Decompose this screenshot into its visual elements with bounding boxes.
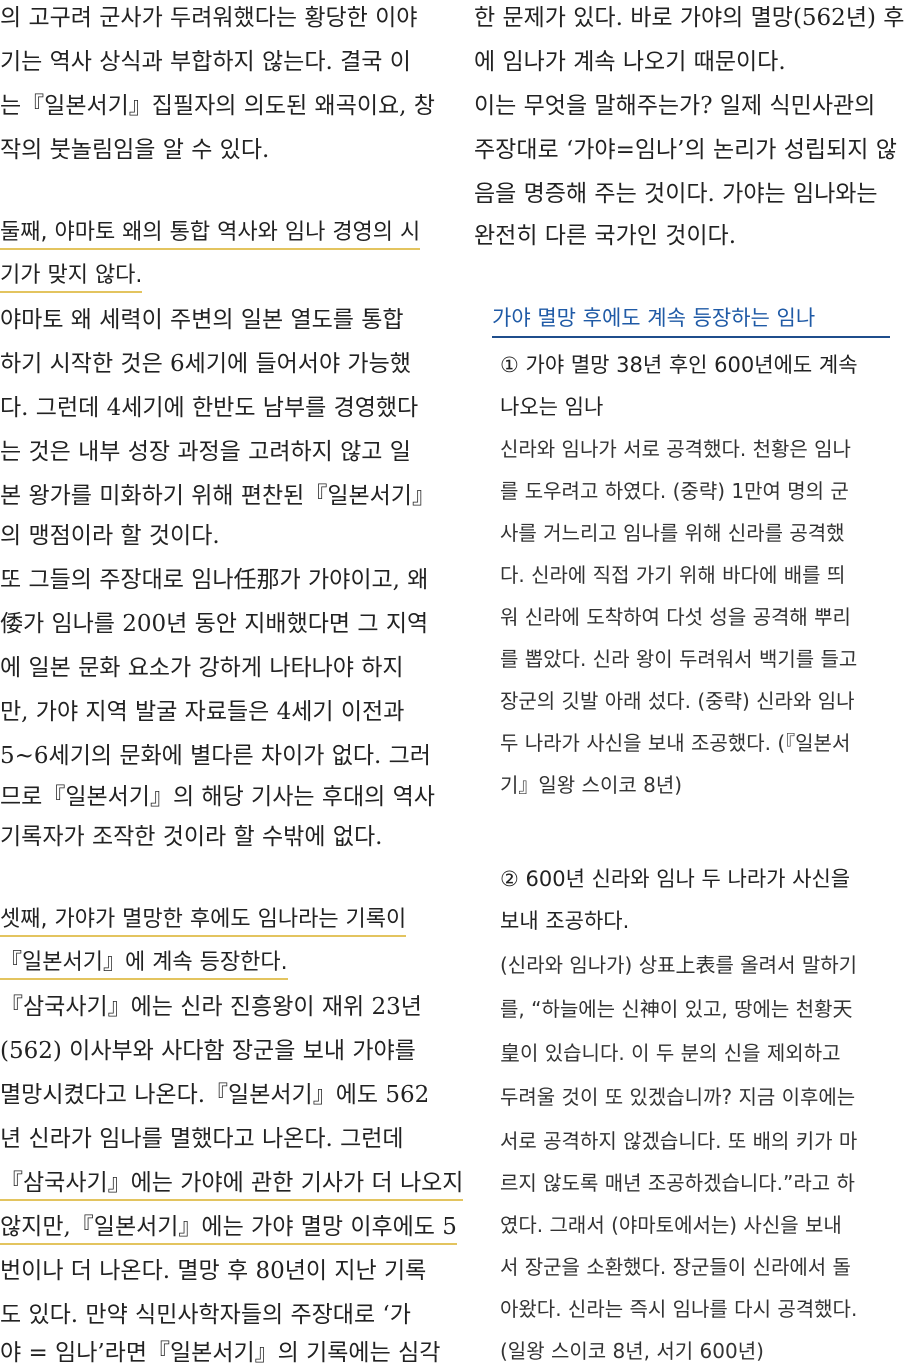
text-line: 멸망시켰다고 나온다.『일본서기』에도 562: [0, 1082, 430, 1108]
box-text-line: 를 뽑았다. 신라 왕이 두려워서 백기를 들고: [500, 647, 858, 671]
text-line: 에 일본 문화 요소가 강하게 나타나야 하지: [0, 655, 404, 681]
box-text-line: 사를 거느리고 임나를 위해 신라를 공격했: [500, 521, 845, 545]
text-line: 주장대로 ‘가야=임나’의 논리가 성립되지 않: [474, 137, 897, 163]
box-title: 가야 멸망 후에도 계속 등장하는 임나: [492, 300, 890, 338]
box-text-line: 워 신라에 도착하여 다섯 성을 공격해 뿌리: [500, 605, 851, 629]
section-heading: 둘째, 야마토 왜의 통합 역사와 임나 경영의 시: [0, 218, 421, 250]
text-line: 본 왕가를 미화하기 위해 편찬된『일본서기』: [0, 483, 435, 509]
text-line: 의 맹점이라 할 것이다.: [0, 523, 220, 549]
text-line: 『삼국사기』에는 가야에 관한 기사가 더 나오지: [0, 1168, 464, 1201]
box-subheading: 보내 조공하다.: [500, 909, 630, 933]
box-subheading: 나오는 임나: [500, 395, 604, 419]
text-line: (562) 이사부와 사다함 장군을 보내 가야를: [0, 1038, 416, 1064]
box-text-line: 를, “하늘에는 신神이 있고, 땅에는 천황天: [500, 997, 853, 1021]
text-line: 완전히 다른 국가인 것이다.: [474, 223, 737, 249]
text-line: 야 = 임나’라면『일본서기』의 기록에는 심각: [0, 1340, 441, 1366]
text-line: 다. 그런데 4세기에 한반도 남부를 경영했다: [0, 395, 419, 421]
text-line: 도 있다. 만약 식민사학자들의 주장대로 ‘가: [0, 1302, 411, 1328]
text-line: 『삼국사기』에는 신라 진흥왕이 재위 23년: [0, 994, 422, 1020]
text-line: 이는 무엇을 말해주는가? 일제 식민사관의: [474, 93, 876, 119]
text-line: 의 고구려 군사가 두려워했다는 황당한 이야: [0, 5, 418, 31]
box-text-line: 신라와 임나가 서로 공격했다. 천황은 임나: [500, 437, 851, 461]
text-line: 또 그들의 주장대로 임나任那가 가야이고, 왜: [0, 567, 429, 593]
text-line: 하기 시작한 것은 6세기에 들어서야 가능했: [0, 351, 411, 377]
box-text-line: 르지 않도록 매년 조공하겠습니다.”라고 하: [500, 1171, 855, 1195]
section-heading: 셋째, 가야가 멸망한 후에도 임나라는 기록이: [0, 905, 407, 937]
section-heading: 기가 맞지 않다.: [0, 261, 143, 293]
text-line: 5~6세기의 문화에 별다른 차이가 없다. 그러: [0, 743, 431, 769]
text-line: 음을 명증해 주는 것이다. 가야는 임나와는: [474, 181, 878, 207]
box-text-line: (신라와 임나가) 상표上表를 올려서 말하기: [500, 953, 858, 977]
box-subheading: ① 가야 멸망 38년 후인 600년에도 계속: [500, 353, 858, 377]
text-line: 년 신라가 임나를 멸했다고 나온다. 그런데: [0, 1126, 404, 1152]
box-text-line: 서 장군을 소환했다. 장군들이 신라에서 돌: [500, 1255, 851, 1279]
text-line: 야마토 왜 세력이 주변의 일본 열도를 통합: [0, 307, 404, 333]
box-text-line: (일왕 스이코 8년, 서기 600년): [500, 1339, 764, 1363]
box-text-line: 장군의 깃발 아래 섰다. (중략) 신라와 임나: [500, 689, 855, 713]
text-line: 는『일본서기』집필자의 의도된 왜곡이요, 창: [0, 93, 435, 119]
text-line: 한 문제가 있다. 바로 가야의 멸망(562년) 후: [474, 5, 905, 31]
box-text-line: 다. 신라에 직접 가기 위해 바다에 배를 띄: [500, 563, 846, 587]
text-line: 번이나 더 나온다. 멸망 후 80년이 지난 기록: [0, 1258, 427, 1284]
box-text-line: 두 나라가 사신을 보내 조공했다. (『일본서: [500, 731, 851, 755]
box-text-line: 기』일왕 스이코 8년): [500, 773, 683, 797]
text-line: 기록자가 조작한 것이라 할 수밖에 없다.: [0, 824, 383, 850]
text-line: 에 임나가 계속 나오기 때문이다.: [474, 49, 786, 75]
text-line: 않지만,『일본서기』에는 가야 멸망 이후에도 5: [0, 1212, 457, 1245]
text-line: 므로『일본서기』의 해당 기사는 후대의 역사: [0, 784, 435, 810]
box-subheading: ② 600년 신라와 임나 두 나라가 사신을: [500, 867, 851, 891]
text-line: 만, 가야 지역 발굴 자료들은 4세기 이전과: [0, 699, 405, 725]
box-text-line: 서로 공격하지 않겠습니다. 또 배의 키가 마: [500, 1129, 858, 1153]
text-line: 기는 역사 상식과 부합하지 않는다. 결국 이: [0, 49, 411, 75]
box-text-line: 였다. 그래서 (야마토에서는) 사신을 보내: [500, 1213, 842, 1237]
text-line: 는 것은 내부 성장 과정을 고려하지 않고 일: [0, 439, 411, 465]
box-text-line: 를 도우려고 하였다. (중략) 1만여 명의 군: [500, 479, 849, 503]
text-line: 작의 붓놀림임을 알 수 있다.: [0, 137, 270, 163]
box-text-line: 두려울 것이 또 있겠습니까? 지금 이후에는: [500, 1085, 856, 1109]
text-line: 倭가 임나를 200년 동안 지배했다면 그 지역: [0, 611, 429, 637]
section-heading: 『일본서기』에 계속 등장한다.: [0, 948, 288, 980]
box-text-line: 皇이 있습니다. 이 두 분의 신을 제외하고: [500, 1041, 841, 1065]
box-text-line: 아왔다. 신라는 즉시 임나를 다시 공격했다.: [500, 1297, 858, 1321]
